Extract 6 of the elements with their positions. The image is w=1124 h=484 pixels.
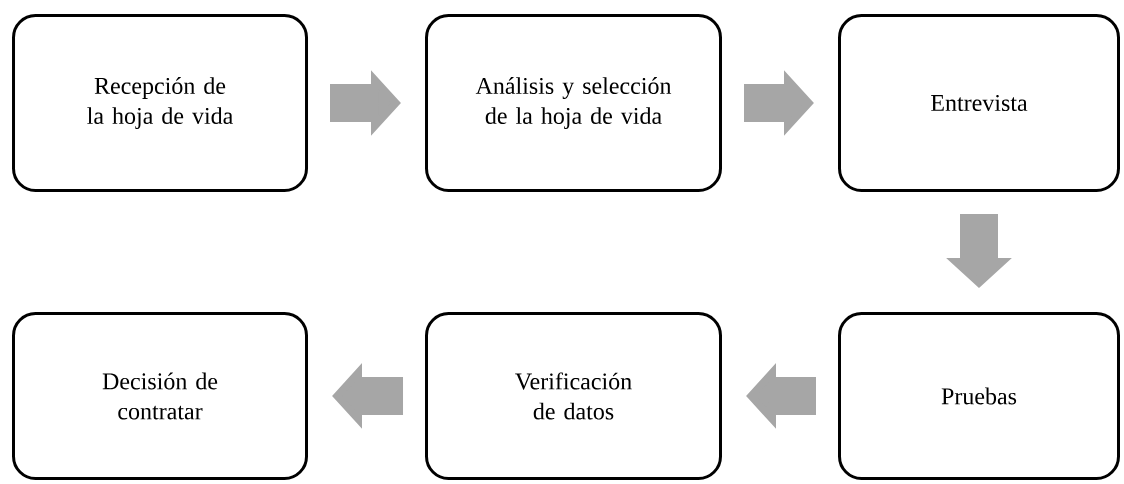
process-box: Decisión de contratar xyxy=(12,312,308,480)
process-box: Verificación de datos xyxy=(425,312,722,480)
process-box: Análisis y selección de la hoja de vida xyxy=(425,14,722,192)
process-box: Entrevista xyxy=(838,14,1120,192)
process-box: Pruebas xyxy=(838,312,1120,480)
process-box: Recepción de la hoja de vida xyxy=(12,14,308,192)
